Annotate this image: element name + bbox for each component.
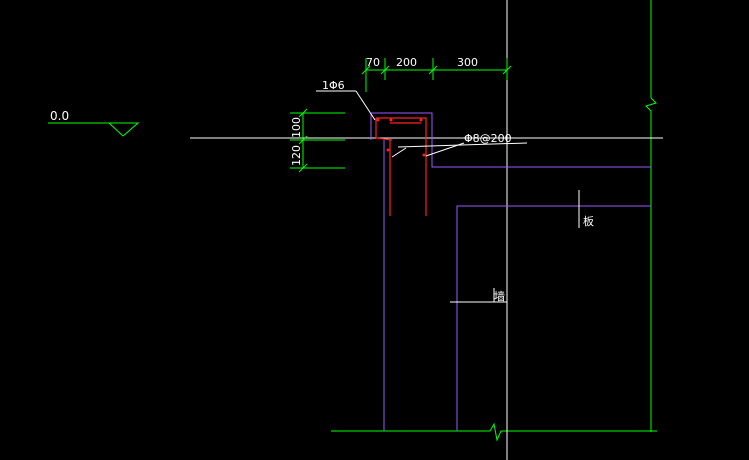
left-dimension [290, 108, 345, 173]
bottom-break-line [331, 422, 657, 442]
rebar-main-u [375, 117, 427, 216]
rebar [375, 117, 427, 216]
dim-left-100: 100 [290, 117, 303, 138]
structure-outline [370, 112, 651, 431]
dim-top-70: 70 [366, 56, 380, 69]
top-dimension [361, 58, 512, 92]
dim-left-120: 120 [290, 145, 303, 166]
slab-label: 板 [583, 214, 594, 228]
rebar-dots [376, 118, 426, 157]
leader-1phi6 [316, 90, 376, 121]
dim-top-300: 300 [457, 56, 478, 69]
right-break-line [645, 0, 657, 432]
rebar-label-phi8: Φ8@200 [464, 132, 512, 145]
elevation-label: 0.0 [50, 109, 69, 123]
elevation-marker: 0.0 [48, 109, 140, 137]
wall-label-leader [450, 288, 507, 303]
rebar-label-1phi6: 1Φ6 [322, 79, 345, 92]
wall-label: 墙 [494, 289, 505, 303]
green-frame [331, 0, 657, 442]
leader-phi8 [391, 142, 528, 158]
dim-top-200: 200 [396, 56, 417, 69]
rebar-hook [375, 137, 393, 141]
